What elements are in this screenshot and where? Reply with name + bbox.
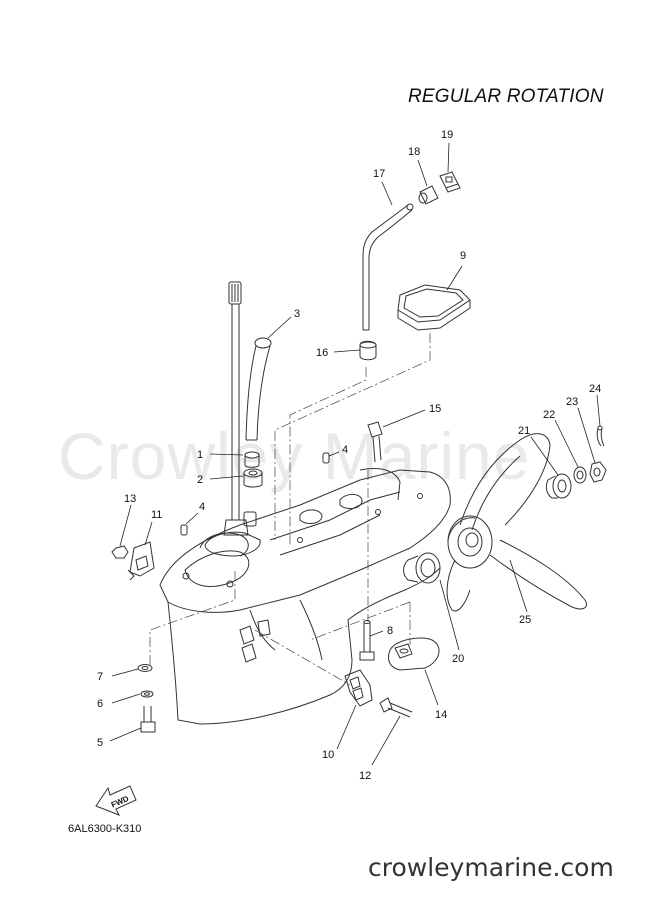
callout-22: 22 bbox=[543, 409, 555, 421]
callout-18: 18 bbox=[408, 146, 420, 158]
diagram-title: REGULAR ROTATION bbox=[408, 86, 604, 107]
leader-lines bbox=[109, 142, 601, 766]
callout-13: 13 bbox=[124, 493, 136, 505]
callout-9: 9 bbox=[460, 250, 466, 262]
callout-6: 6 bbox=[97, 698, 103, 710]
washer-part-22 bbox=[573, 466, 587, 484]
bolt-part-8 bbox=[359, 620, 375, 661]
bolt-part-15 bbox=[367, 421, 383, 463]
cotter-pin-part-24 bbox=[596, 425, 605, 447]
callout-4a: 4 bbox=[199, 501, 205, 513]
drawing-code: 6AL6300-K310 bbox=[68, 823, 142, 835]
dowel-pin-part-4a bbox=[180, 524, 188, 536]
footer-site: crowleymarine.com bbox=[368, 853, 614, 882]
pump-base bbox=[204, 511, 261, 557]
callout-11: 11 bbox=[151, 509, 162, 521]
callout-7: 7 bbox=[97, 671, 103, 683]
bolt-part-12 bbox=[379, 697, 413, 718]
callout-5: 5 bbox=[97, 737, 103, 749]
washer-part-6 bbox=[140, 690, 154, 698]
nut-part-13 bbox=[111, 545, 129, 559]
dowel-pin-part-4b bbox=[322, 452, 330, 464]
fwd-arrow-icon: FWD bbox=[95, 785, 137, 816]
callout-20: 20 bbox=[452, 653, 464, 665]
anode-part-10 bbox=[344, 669, 373, 707]
callout-16: 16 bbox=[316, 347, 328, 359]
lower-casing bbox=[159, 468, 451, 725]
callout-21: 21 bbox=[518, 425, 530, 437]
propeller-part-25 bbox=[446, 433, 587, 612]
callout-15: 15 bbox=[429, 403, 441, 415]
alignment-lines bbox=[149, 333, 431, 686]
grommet-part-1 bbox=[244, 451, 260, 468]
washer-part-7 bbox=[137, 664, 153, 672]
bolt-part-5 bbox=[140, 706, 156, 733]
callout-24: 24 bbox=[589, 383, 601, 395]
callout-1: 1 bbox=[197, 449, 203, 461]
callout-19: 19 bbox=[441, 129, 453, 141]
water-tube-part-3 bbox=[245, 337, 272, 441]
callout-2: 2 bbox=[197, 474, 203, 486]
callout-3: 3 bbox=[294, 308, 300, 320]
trim-tab-part-14 bbox=[387, 637, 440, 671]
callout-10: 10 bbox=[322, 749, 334, 761]
callout-23: 23 bbox=[566, 396, 578, 408]
callout-12: 12 bbox=[359, 770, 371, 782]
callout-4b: 4 bbox=[342, 444, 348, 456]
grommet-part-16 bbox=[359, 340, 377, 361]
callout-25: 25 bbox=[519, 614, 531, 626]
holder-part-19 bbox=[439, 171, 461, 193]
watermark-text: Crowley Marine bbox=[58, 419, 531, 493]
callouts: 1 2 3 4 4 5 6 7 8 9 10 11 12 13 14 15 16… bbox=[97, 129, 601, 782]
water-tube-part-17 bbox=[362, 203, 414, 331]
callout-17: 17 bbox=[373, 168, 385, 180]
grommet-part-18 bbox=[418, 185, 439, 205]
nut-part-23 bbox=[589, 461, 607, 483]
seal-part-2 bbox=[243, 468, 263, 488]
gasket-part-9 bbox=[397, 284, 471, 331]
anode-part-11 bbox=[127, 541, 155, 581]
spacer-part-21 bbox=[545, 473, 572, 499]
callout-14: 14 bbox=[435, 709, 447, 721]
drive-shaft bbox=[223, 281, 249, 536]
thrust-washer-part-20 bbox=[403, 552, 441, 584]
callout-8: 8 bbox=[387, 625, 393, 637]
